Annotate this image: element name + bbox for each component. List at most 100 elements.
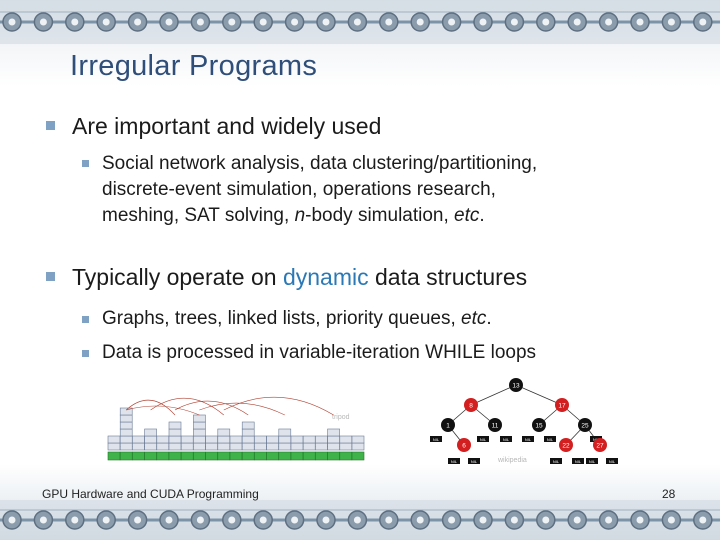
skip-list-key xyxy=(290,451,304,461)
tree-nil-leaf xyxy=(544,436,556,442)
tree-nil-label: NIL xyxy=(553,459,560,464)
skip-list-arc xyxy=(174,400,249,416)
skip-list-cell xyxy=(229,435,243,444)
circuit-pad-hole xyxy=(479,516,487,524)
circuit-pad-hole xyxy=(573,516,581,524)
skip-list-cell xyxy=(241,442,255,451)
tree-nil-leaf xyxy=(522,436,534,442)
skip-list-key xyxy=(229,451,243,461)
skip-list-cell xyxy=(278,442,292,451)
skip-list-key xyxy=(278,451,292,461)
tree-nil-leaf xyxy=(477,436,489,442)
skip-list-cell xyxy=(193,414,206,423)
sub-bullet-marker xyxy=(82,316,89,323)
skip-list-cell xyxy=(290,442,304,451)
circuit-pad-hole xyxy=(291,18,299,26)
tree-nil-label: NIL xyxy=(575,459,582,464)
tree-edge xyxy=(470,384,517,406)
tree-nil-label: NIL xyxy=(547,437,554,442)
skip-list-cell xyxy=(290,435,304,444)
tree-node xyxy=(464,398,478,412)
circuit-pad-hole xyxy=(699,18,707,26)
sub-bullet-while-loops: Data is processed in variable-iteration … xyxy=(102,342,537,363)
tree-edge xyxy=(515,384,563,406)
skip-list-cell xyxy=(168,442,182,451)
circuit-pad-hole xyxy=(448,516,456,524)
tree-node xyxy=(441,418,455,432)
skip-list-cell xyxy=(180,442,194,451)
circuit-pad-hole xyxy=(39,18,47,26)
circuit-pad-hole xyxy=(196,18,204,26)
skip-list-cell xyxy=(351,442,365,451)
tree-nil-leaf xyxy=(586,458,598,464)
skip-list-cell xyxy=(327,428,340,437)
skip-list-key xyxy=(266,451,279,461)
circuit-pad-hole xyxy=(8,18,16,26)
tree-node-label: 25 xyxy=(581,423,589,430)
skip-list-key xyxy=(168,451,182,461)
skip-list-cell xyxy=(107,442,121,451)
skip-list-cell xyxy=(339,435,353,444)
circuit-pad-hole xyxy=(165,18,173,26)
circuit-pad-hole xyxy=(353,18,361,26)
skip-list-key xyxy=(217,451,231,461)
tree-nil-label: NIL xyxy=(433,437,440,442)
skip-list-key xyxy=(180,451,194,461)
circuit-pad-hole xyxy=(667,516,675,524)
sub-bullet-data-structures: Graphs, trees, linked lists, priority qu… xyxy=(102,308,492,329)
skip-list-cell xyxy=(193,442,206,451)
applications-line-3: meshing, SAT solving, n-body simulation,… xyxy=(102,205,485,226)
circuit-pad-hole xyxy=(605,18,613,26)
skip-list-key xyxy=(205,451,218,461)
skip-list-cell xyxy=(351,435,365,444)
circuit-band-top xyxy=(0,0,720,44)
skip-list-cell xyxy=(254,442,267,451)
figure-credit-tripod: tripod xyxy=(332,414,350,421)
circuit-pad-hole xyxy=(102,516,110,524)
circuit-pad-hole xyxy=(510,18,518,26)
skip-list-key xyxy=(119,451,133,461)
applications-line-1: Social network analysis, data clustering… xyxy=(102,153,538,174)
tree-nil-leaf xyxy=(500,436,512,442)
circuit-pad-hole xyxy=(71,18,79,26)
skip-list-figure: tripod xyxy=(107,396,365,461)
circuit-pad-hole xyxy=(353,516,361,524)
skip-list-cell xyxy=(217,442,231,451)
circuit-pad-hole xyxy=(196,516,204,524)
circuit-pad-hole xyxy=(636,516,644,524)
circuit-band-bottom xyxy=(0,500,720,540)
tree-nil-label: NIL xyxy=(471,459,478,464)
skip-list-cell xyxy=(205,442,218,451)
skip-list-cell xyxy=(168,421,182,430)
skip-list-cell xyxy=(278,435,292,444)
skip-list-cell xyxy=(180,435,194,444)
circuit-pad-hole xyxy=(291,516,299,524)
bullet-marker xyxy=(46,121,55,130)
tree-node-label: 8 xyxy=(469,403,473,410)
bullet-important-widely-used: Are important and widely used xyxy=(72,113,382,139)
skip-list-cell xyxy=(229,442,243,451)
bullet-marker xyxy=(46,272,55,281)
tree-nil-label: NIL xyxy=(480,437,487,442)
circuit-pad-hole xyxy=(322,18,330,26)
sub-bullet-applications: Social network analysis, data clustering… xyxy=(102,151,537,229)
page-number: 28 xyxy=(662,487,676,501)
skip-list-cell xyxy=(254,435,267,444)
skip-list-key xyxy=(193,451,206,461)
circuit-pad-hole xyxy=(102,18,110,26)
skip-list-cell xyxy=(156,435,170,444)
circuit-pad-hole xyxy=(479,18,487,26)
tree-node-label: 15 xyxy=(535,423,543,430)
tree-nil-label: NIL xyxy=(451,459,458,464)
skip-list-cell xyxy=(302,435,316,444)
skip-list-cell xyxy=(156,442,170,451)
bullet-dynamic-data-structures: Typically operate on dynamic data struct… xyxy=(72,264,528,290)
tree-nil-leaf xyxy=(430,436,442,442)
tree-node xyxy=(509,378,523,392)
circuit-pad-hole xyxy=(416,18,424,26)
skip-list-cell xyxy=(327,435,340,444)
skip-list-cell xyxy=(144,428,157,437)
skip-list-cell xyxy=(241,435,255,444)
tree-node xyxy=(555,398,569,412)
